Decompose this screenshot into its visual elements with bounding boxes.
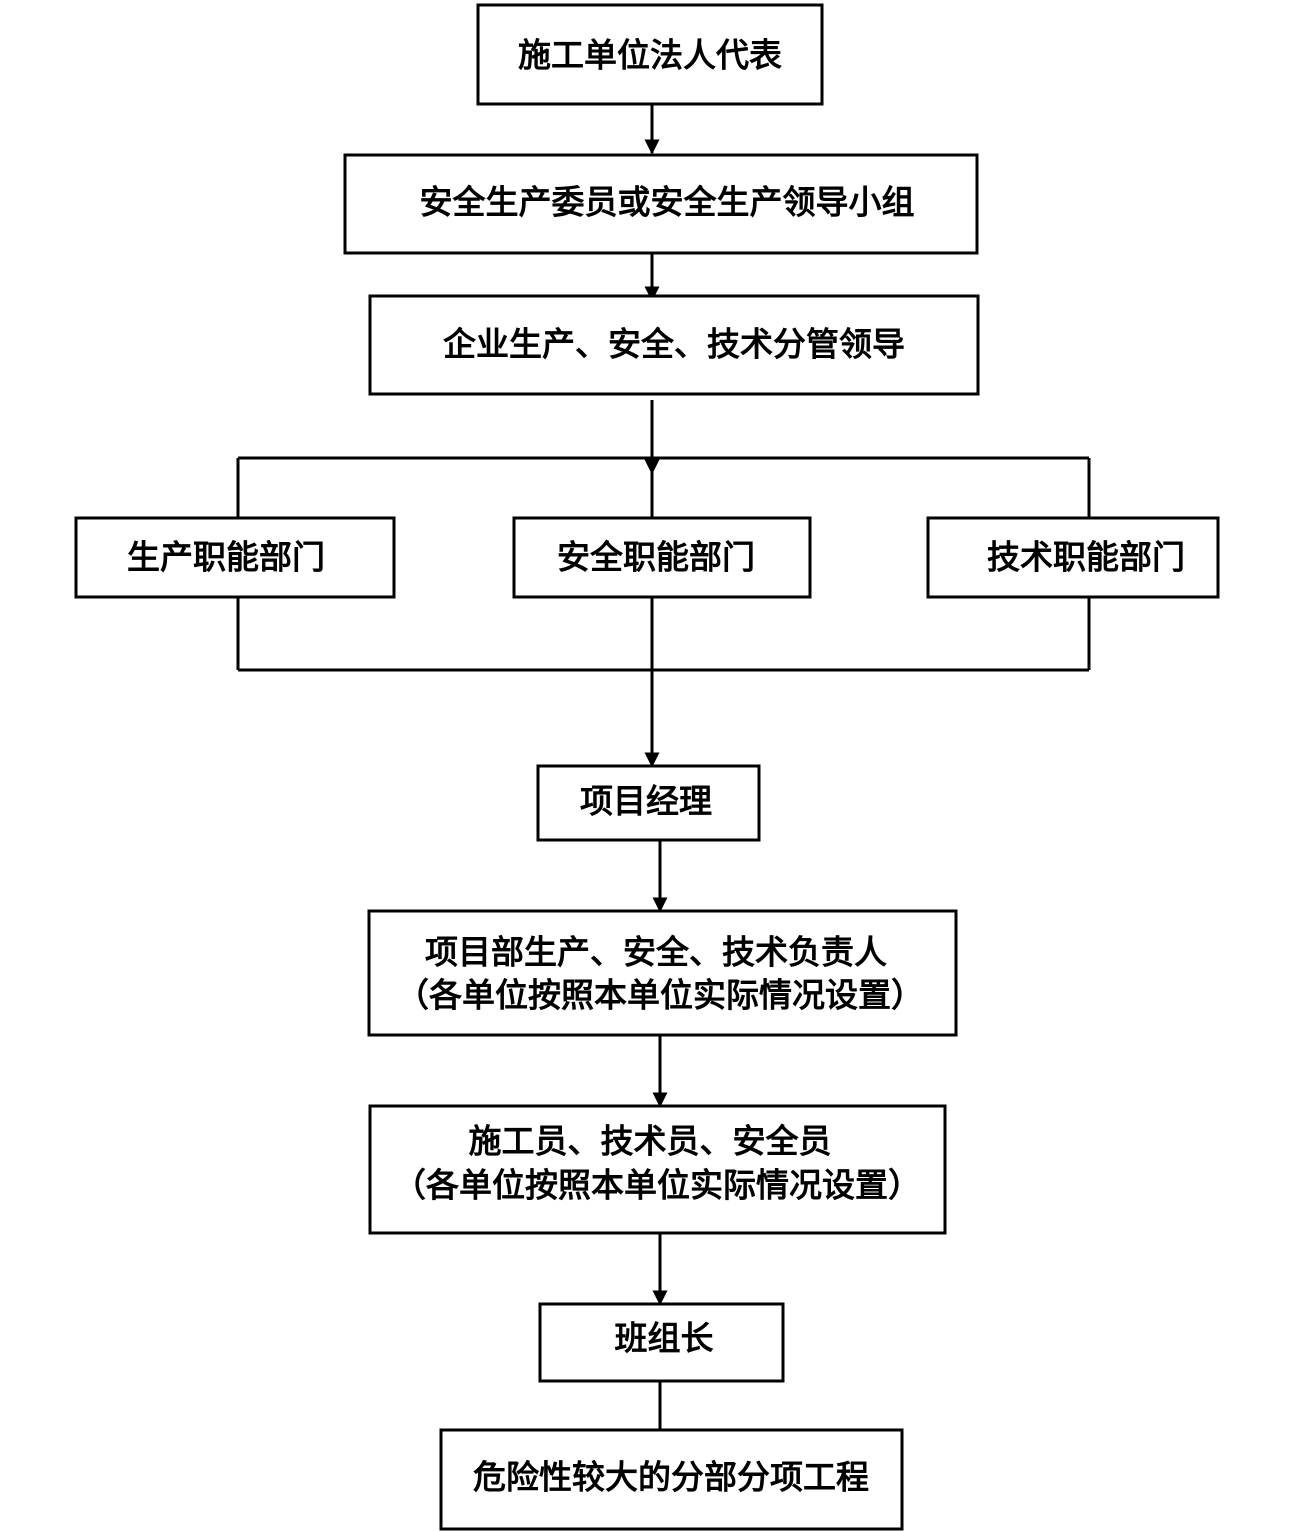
node-safety-committee-label: 安全生产委员或安全生产领导小组	[420, 183, 915, 222]
node-project-leads-note: （各单位按照本单位实际情况设置）	[396, 976, 924, 1015]
node-site-staff-label: 施工员、技术员、安全员	[469, 1122, 832, 1161]
node-team-leader: 班组长	[538, 1302, 785, 1383]
node-safety-dept: 安全职能部门	[512, 516, 812, 599]
node-safety-committee: 安全生产委员或安全生产领导小组	[343, 153, 979, 255]
node-site-staff-note: （各单位按照本单位实际情况设置）	[393, 1166, 921, 1205]
node-project-leads: 项目部生产、安全、技术负责人 （各单位按照本单位实际情况设置）	[367, 909, 958, 1037]
node-hazardous-works: 危险性较大的分部分项工程	[439, 1428, 904, 1531]
node-project-leads-label: 项目部生产、安全、技术负责人	[425, 933, 887, 972]
node-team-leader-label: 班组长	[615, 1319, 714, 1358]
node-project-manager-label: 项目经理	[580, 782, 712, 821]
node-safety-dept-label: 安全职能部门	[557, 538, 755, 577]
node-hazardous-works-label: 危险性较大的分部分项工程	[473, 1458, 869, 1497]
node-legal-rep: 施工单位法人代表	[476, 3, 824, 106]
connectors	[236, 104, 1091, 1430]
node-production-dept: 生产职能部门	[74, 516, 396, 599]
node-technical-dept-label: 技术职能部门	[987, 538, 1185, 577]
node-project-manager: 项目经理	[536, 764, 761, 842]
node-division-leaders-label: 企业生产、安全、技术分管领导	[443, 325, 905, 364]
node-legal-rep-label: 施工单位法人代表	[518, 36, 782, 75]
node-site-staff: 施工员、技术员、安全员 （各单位按照本单位实际情况设置）	[368, 1104, 947, 1235]
node-technical-dept: 技术职能部门	[926, 516, 1220, 599]
node-division-leaders: 企业生产、安全、技术分管领导	[368, 294, 980, 396]
node-production-dept-label: 生产职能部门	[127, 538, 325, 577]
